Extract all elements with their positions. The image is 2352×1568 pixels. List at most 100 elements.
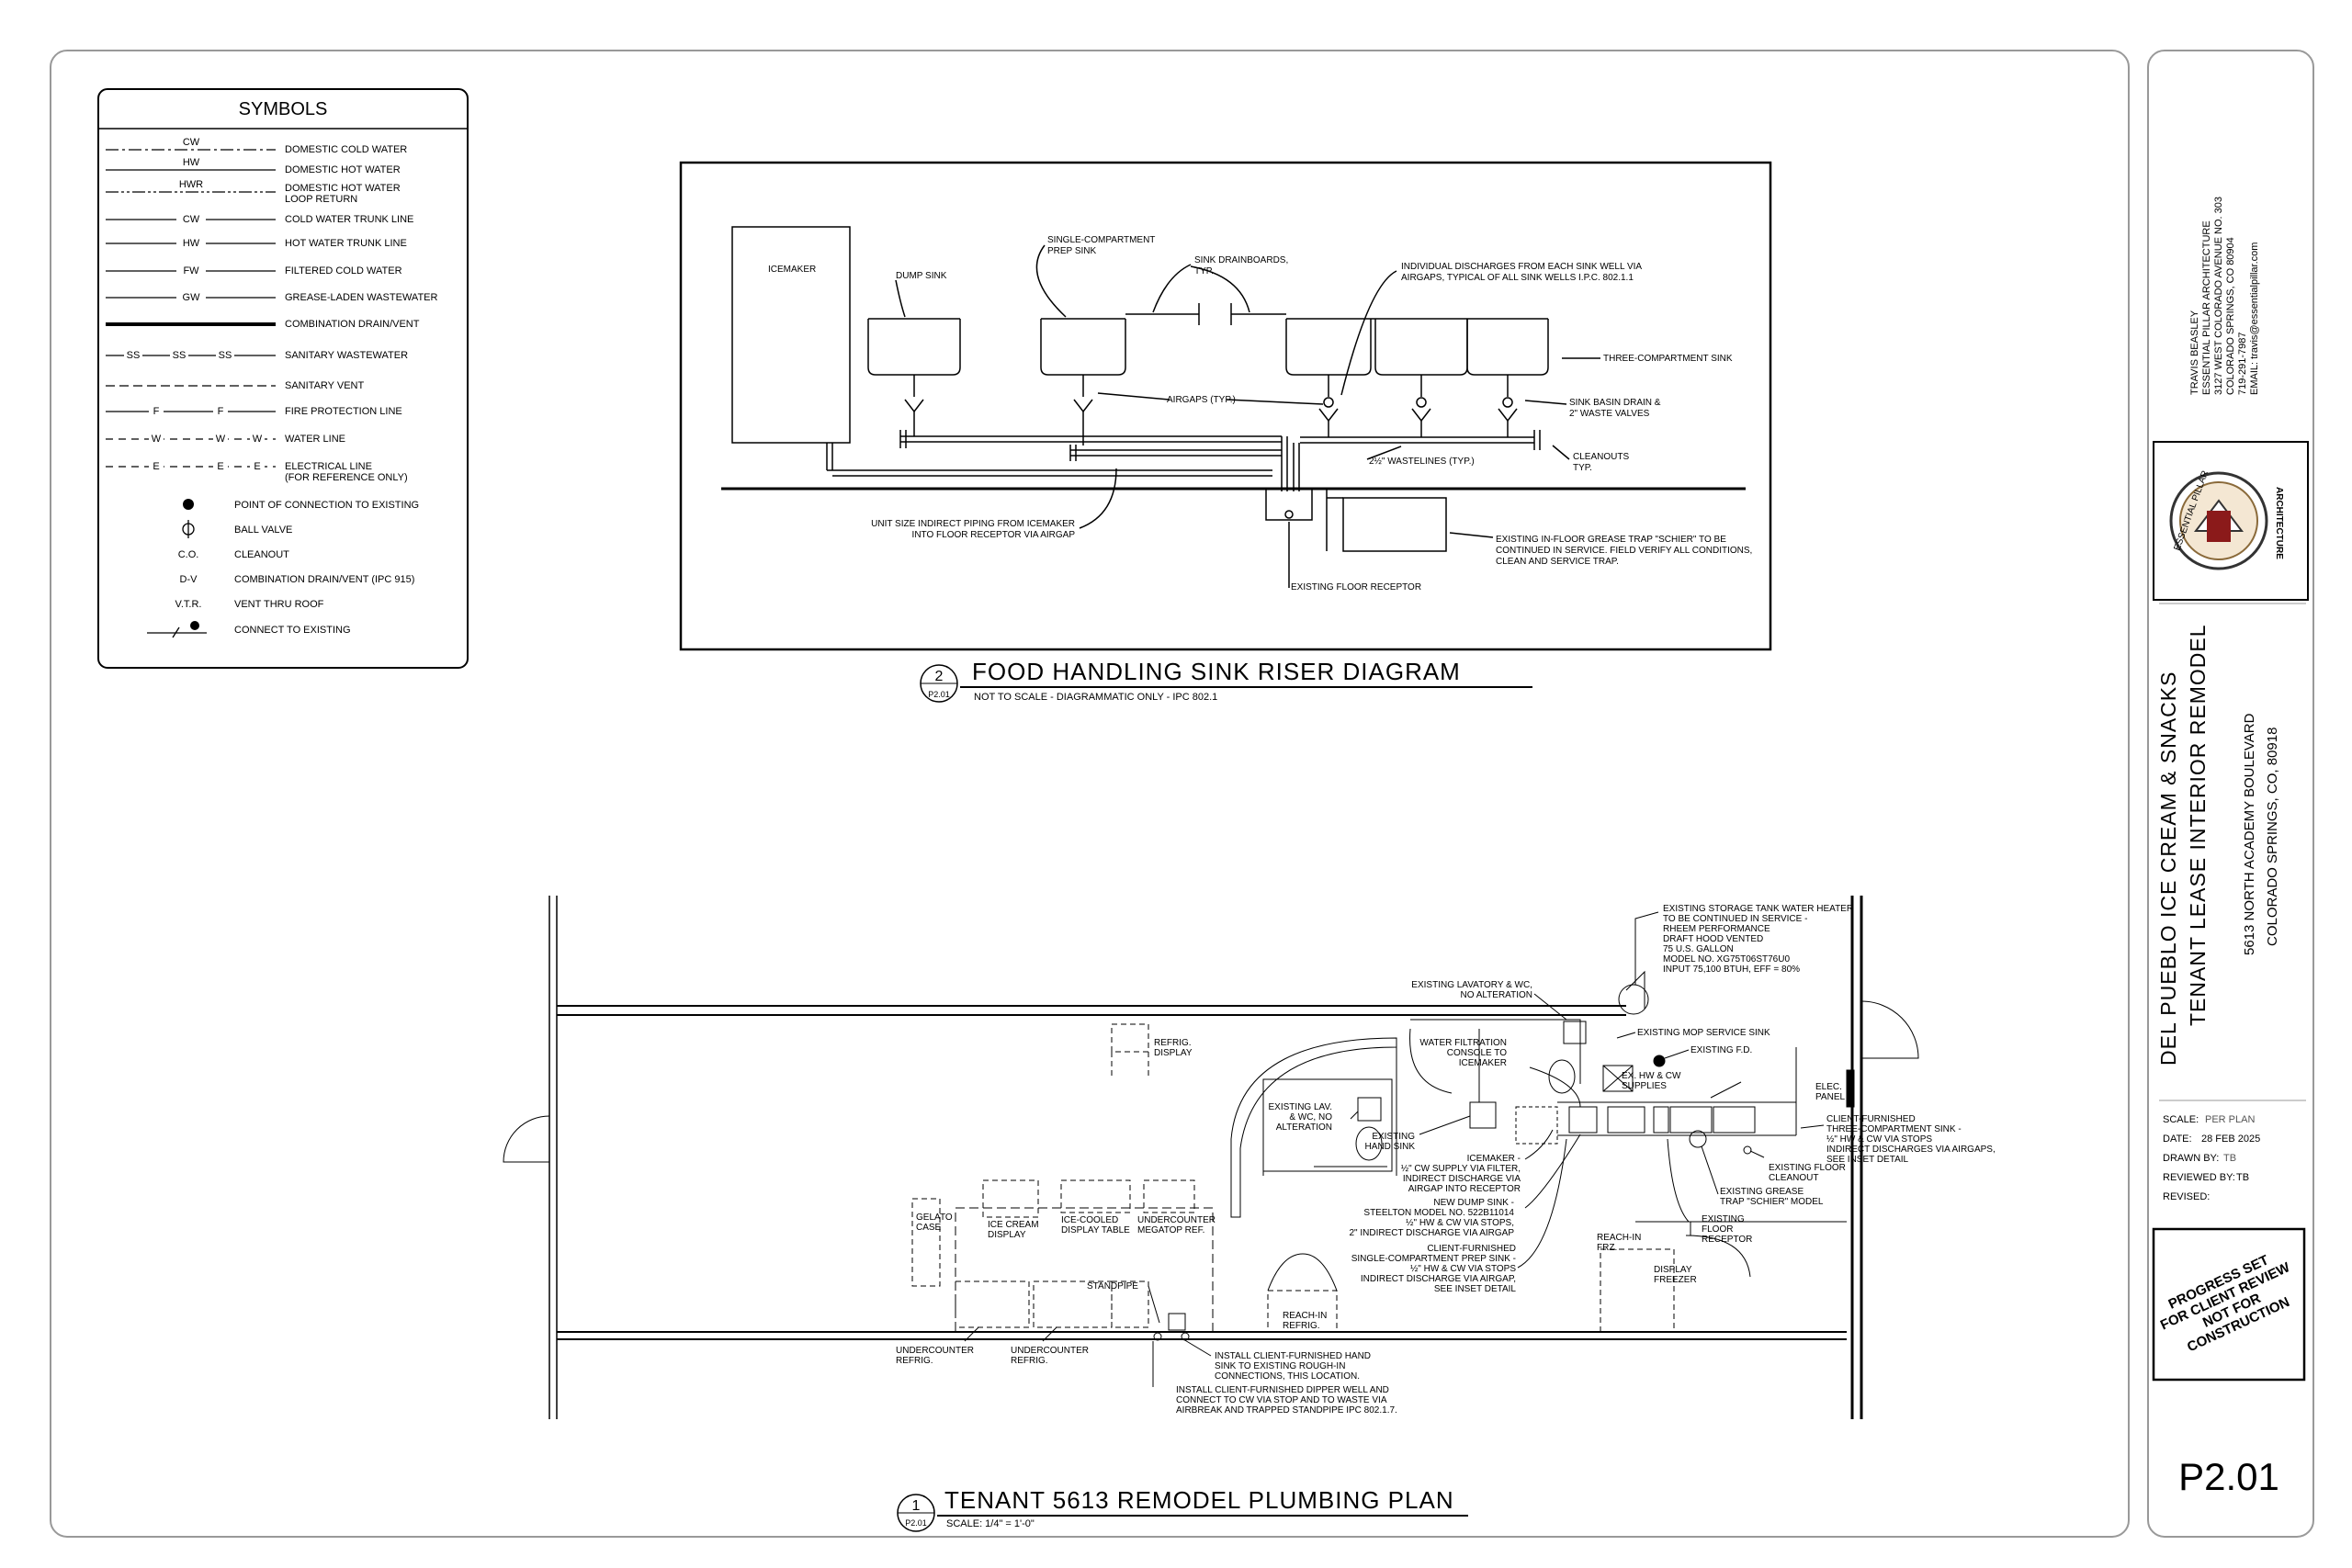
symbol-label: SANITARY VENT: [285, 380, 364, 391]
symbol-tag: E: [153, 461, 159, 472]
symbol-label: COLD WATER TRUNK LINE: [285, 214, 413, 225]
symbol-row: COMBINATION DRAIN/VENT: [106, 319, 420, 330]
plan-label-water-heater: MODEL NO. XG75T06ST76U0: [1663, 954, 1790, 964]
plan-label-undercounter-2: REFRIG.: [1011, 1356, 1048, 1366]
logo-text-2: ARCHITECTURE: [2274, 487, 2284, 559]
plan-label-lav-wc: EXISTING LAVATORY & WC,: [1411, 980, 1532, 990]
riser-sheet-ref: P2.01: [928, 690, 950, 699]
plan-label-prep-sink: CLIENT-FURNISHED: [1427, 1244, 1516, 1254]
architect-line: TRAVIS BEASLEY: [2189, 310, 2200, 395]
plan-label-reach-in-frz: REACH-IN: [1597, 1233, 1641, 1243]
riser-label-basin-1: SINK BASIN DRAIN &: [1569, 398, 1661, 408]
plan-label-dipper-well: AIRBREAK AND TRAPPED STANDPIPE IPC 802.1…: [1176, 1405, 1397, 1416]
plan-label-floor-receptor: FLOOR: [1702, 1224, 1733, 1235]
legend-label: BALL VALVE: [234, 525, 292, 536]
symbol-label: (FOR REFERENCE ONLY): [285, 472, 408, 483]
plan-label-dump-sink: ½" HW & CW VIA STOPS,: [1406, 1218, 1514, 1228]
plan-label-grease-trap: EXISTING GREASE: [1720, 1187, 1804, 1197]
symbol-tag: E: [254, 461, 260, 472]
riser-label-cleanouts-1: CLEANOUTS: [1573, 452, 1629, 462]
legend-row: C.O.CLEANOUT: [178, 549, 289, 560]
riser-label-floor-receptor: EXISTING FLOOR RECEPTOR: [1291, 582, 1421, 592]
riser-label-prep-2: PREP SINK: [1047, 246, 1096, 256]
plan-label-three-comp: THREE-COMPARTMENT SINK -: [1826, 1124, 1962, 1134]
riser-note: NOT TO SCALE - DIAGRAMMATIC ONLY - IPC 8…: [974, 692, 1217, 703]
plan-label-reach-in-refrig: REACH-IN: [1283, 1311, 1327, 1321]
date-label: DATE:: [2163, 1134, 2192, 1145]
symbol-tag: SS: [219, 350, 232, 361]
symbol-label: LOOP RETURN: [285, 194, 357, 205]
riser-label-airgaps: AIRGAPS (TYP.): [1167, 395, 1236, 405]
plan-label-hand-sink-new: CONNECTIONS, THIS LOCATION.: [1215, 1371, 1360, 1382]
symbol-tag: GW: [183, 292, 201, 303]
plan-label-standpipe: STANDPIPE: [1087, 1281, 1138, 1292]
symbols-title: SYMBOLS: [239, 99, 328, 119]
plan-label-lav-wc-2: ALTERATION: [1276, 1122, 1332, 1133]
plan-label-ice-cooled: DISPLAY TABLE: [1061, 1225, 1130, 1235]
plan-label-mop-sink: EXISTING MOP SERVICE SINK: [1637, 1028, 1770, 1038]
riser-icemaker: [731, 226, 851, 444]
drawn-label: DRAWN BY:: [2163, 1153, 2219, 1164]
symbol-label: DOMESTIC COLD WATER: [285, 144, 407, 155]
plan-label-grease-trap: TRAP "SCHIER" MODEL: [1720, 1197, 1824, 1207]
riser-label-discharge-1: INDIVIDUAL DISCHARGES FROM EACH SINK WEL…: [1401, 262, 1642, 272]
architect-line: COLORADO SPRINGS, CO 80904: [2225, 237, 2236, 395]
symbol-label: FILTERED COLD WATER: [285, 265, 402, 276]
plan-label-three-comp: INDIRECT DISCHARGES VIA AIRGAPS,: [1826, 1145, 1996, 1155]
symbol-tag: CW: [183, 214, 200, 225]
riser-label-three-comp: THREE-COMPARTMENT SINK: [1603, 354, 1733, 364]
plan-label-undercounter-1: UNDERCOUNTER: [896, 1346, 974, 1356]
riser-label-unit-2: INTO FLOOR RECEPTOR VIA AIRGAP: [912, 530, 1076, 540]
plan-number: 1: [912, 1498, 921, 1514]
symbol-label: SANITARY WASTEWATER: [285, 350, 408, 361]
plan-label-prep-sink: INDIRECT DISCHARGE VIA AIRGAP,: [1361, 1274, 1516, 1284]
symbol-tag: HW: [183, 157, 200, 168]
legend-label: VENT THRU ROOF: [234, 599, 324, 610]
plan-label-water-heater: EXISTING STORAGE TANK WATER HEATER: [1663, 904, 1853, 914]
project-address-2: COLORADO SPRINGS, CO, 80918: [2265, 728, 2280, 946]
plan-label-water-heater: INPUT 75,100 BTUH, EFF = 80%: [1663, 964, 1800, 975]
plan-label-floor-receptor: RECEPTOR: [1702, 1235, 1752, 1245]
plan-label-hand-sink-new: INSTALL CLIENT-FURNISHED HAND: [1215, 1351, 1371, 1361]
symbol-tag: F: [218, 406, 224, 417]
riser-title: FOOD HANDLING SINK RISER DIAGRAM: [972, 658, 1461, 685]
riser-diagram: ICEMAKER: [679, 161, 1772, 703]
riser-label-grease-3: CLEAN AND SERVICE TRAP.: [1496, 557, 1619, 567]
plan-label-undercounter-2: UNDERCOUNTER: [1011, 1346, 1089, 1356]
date-value: 28 FEB 2025: [2201, 1134, 2260, 1145]
architect-line: EMAIL: travis@essentialpillar.com: [2249, 243, 2260, 395]
legend-row: V.T.R.VENT THRU ROOF: [175, 599, 324, 610]
titleblock-border: [2147, 50, 2314, 1538]
plan-label-water-heater: 75 U.S. GALLON: [1663, 944, 1734, 954]
riser-label-grease-2: CONTINUED IN SERVICE. FIELD VERIFY ALL C…: [1496, 546, 1752, 556]
architect-line: ESSENTIAL PILLAR ARCHITECTURE: [2201, 220, 2212, 395]
plan-label-reach-in-frz: FRZ.: [1597, 1243, 1617, 1253]
symbols-legend: SYMBOLS CW DOMESTIC COLD WATER HW DOMESTIC …: [97, 88, 469, 669]
plan-sheet-ref: P2.01: [905, 1518, 927, 1528]
plan-label-refrig-display: DISPLAY: [1154, 1048, 1193, 1058]
symbol-tag: W: [152, 434, 162, 445]
plan-label-floor-cleanout: EXISTING FLOOR: [1769, 1163, 1846, 1173]
riser-label-discharge-2: AIRGAPS, TYPICAL OF ALL SINK WELLS I.P.C…: [1401, 273, 1634, 283]
scale-label: SCALE:: [2163, 1114, 2199, 1125]
plan-label-water-filtration: ICEMAKER: [1459, 1058, 1507, 1068]
plan-label-three-comp: CLIENT-FURNISHED: [1826, 1114, 1916, 1124]
sheet-border: [50, 50, 2130, 1538]
plan-label-hand-sink-new: SINK TO EXISTING ROUGH-IN: [1215, 1361, 1345, 1371]
symbol-row: CW DOMESTIC COLD WATER: [106, 137, 407, 155]
scale-value: PER PLAN: [2205, 1114, 2255, 1125]
plan-label-fd: EXISTING F.D.: [1690, 1045, 1752, 1055]
symbol-tag: CW: [183, 137, 200, 148]
legend-row: CONNECT TO EXISTING: [147, 621, 351, 638]
riser-label-dump-sink: DUMP SINK: [896, 271, 947, 281]
legend-label: COMBINATION DRAIN/VENT (IPC 915): [234, 574, 414, 585]
